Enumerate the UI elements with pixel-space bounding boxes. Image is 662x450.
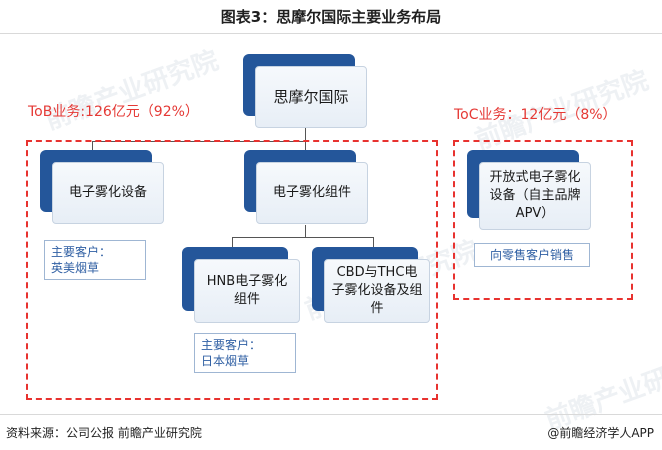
connector-components-down	[305, 225, 306, 237]
connector-device	[92, 141, 93, 150]
connector-hnb	[232, 237, 233, 247]
tob-segment-label: ToB业务:126亿元（92%）	[28, 104, 199, 120]
source-text: 资料来源：公司公报 前瞻产业研究院	[6, 426, 202, 440]
toc-dashed-region	[453, 140, 633, 300]
hnb-node: HNB电子雾化组件	[182, 247, 300, 323]
cbd-node-label: CBD与THC电子雾化设备及组件	[324, 259, 430, 323]
components-node-label: 电子雾化组件	[256, 162, 368, 224]
root-node: 思摩尔国际	[243, 54, 367, 128]
watermark: 前瞻产业研究院	[41, 45, 223, 137]
device-customer-note: 主要客户： 英美烟草	[44, 240, 146, 280]
watermark: 前瞻产业研究院	[541, 345, 662, 437]
connector-root	[305, 127, 306, 141]
cbd-node: CBD与THC电子雾化设备及组件	[312, 247, 430, 323]
hnb-node-label: HNB电子雾化组件	[194, 259, 300, 323]
tob-dashed-region	[26, 140, 438, 400]
toc-node: 开放式电子雾化设备（自主品牌APV）	[467, 150, 591, 230]
footer-divider	[0, 414, 662, 415]
toc-node-label: 开放式电子雾化设备（自主品牌APV）	[479, 162, 591, 230]
device-customer-note-line2: 英美烟草	[51, 261, 100, 275]
connector-components	[305, 141, 306, 150]
root-node-label: 思摩尔国际	[255, 66, 367, 128]
brand-text: @前瞻经济学人APP	[547, 426, 654, 440]
page-title: 图表3：思摩尔国际主要业务布局	[220, 8, 442, 26]
hnb-customer-note-line1: 主要客户：	[201, 338, 262, 352]
components-node: 电子雾化组件	[244, 150, 368, 224]
connector-sub-bar	[232, 237, 374, 238]
device-node: 电子雾化设备	[40, 150, 164, 224]
connector-cbd	[373, 237, 374, 247]
toc-retail-note: 向零售客户销售	[474, 243, 590, 267]
toc-segment-label: ToC业务：12亿元（8%）	[454, 107, 617, 123]
device-customer-note-line1: 主要客户：	[51, 245, 112, 259]
hnb-customer-note-line2: 日本烟草	[201, 354, 250, 368]
device-node-label: 电子雾化设备	[52, 162, 164, 224]
hnb-customer-note: 主要客户： 日本烟草	[194, 333, 296, 373]
title-divider	[0, 33, 662, 34]
